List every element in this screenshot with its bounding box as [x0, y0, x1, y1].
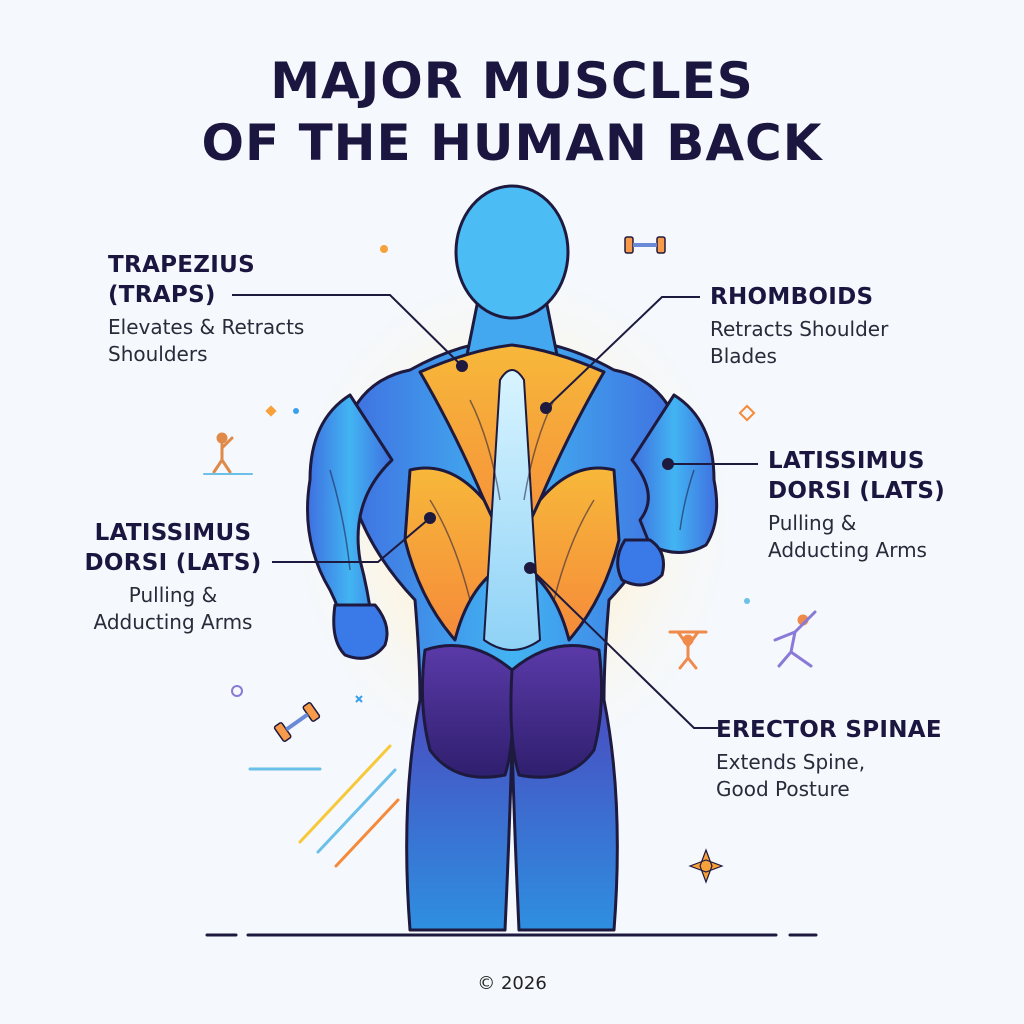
lats-right-description: Pulling & Adducting Arms — [768, 510, 945, 564]
rhomboids-desc-line-1: Retracts Shoulder — [710, 317, 889, 341]
right-glute — [509, 644, 604, 779]
trapezius-leader-dot — [456, 360, 468, 372]
lats-right-desc-line-1: Pulling & — [768, 511, 857, 535]
left-fist — [332, 603, 389, 660]
title-line-2: OF THE HUMAN BACK — [201, 114, 823, 172]
label-rhomboids: RHOMBOIDS Retracts Shoulder Blades — [710, 282, 888, 370]
decorative-dots — [231, 245, 756, 703]
trapezius-description: Elevates & Retracts Shoulders — [108, 314, 304, 368]
lats-left-leader — [272, 517, 431, 563]
lats-left-desc-line-2: Adducting Arms — [93, 610, 253, 634]
yoga-figure-icon — [773, 610, 817, 668]
sparkle-icon — [688, 848, 724, 884]
weightlifter-icon — [668, 630, 708, 670]
dumbbell-icon — [273, 702, 321, 742]
erector-leader — [529, 567, 718, 729]
lats-left-name-line-1: LATISSIMUS — [94, 520, 252, 546]
trapezius-name-line-1: TRAPEZIUS — [108, 252, 255, 278]
lats-left-description: Pulling & Adducting Arms — [60, 582, 286, 636]
lats-right-desc-line-2: Adducting Arms — [768, 538, 927, 562]
trapezius-leader — [232, 294, 463, 367]
erector-leader-dot — [524, 562, 536, 574]
copyright: © 2026 — [477, 973, 547, 994]
label-lats-right: LATISSIMUS DORSI (LATS) Pulling & Adduct… — [768, 446, 945, 564]
erector-desc-line-2: Good Posture — [716, 777, 850, 801]
stretching-figure-icon — [203, 432, 253, 475]
lats-left-name-line-2: DORSI (LATS) — [84, 550, 262, 576]
human-figure — [306, 184, 719, 932]
erector-name: ERECTOR SPINAE — [716, 717, 942, 743]
trapezius-desc-line-1: Elevates & Retracts — [108, 315, 305, 339]
dumbbell-icon — [624, 236, 666, 254]
lats-left-leader-dot — [424, 512, 436, 524]
right-fist — [616, 538, 665, 587]
erector-desc-line-1: Extends Spine, — [716, 750, 866, 774]
lats-right-name-line-2: DORSI (LATS) — [768, 478, 946, 504]
title-line-1: MAJOR MUSCLES — [270, 52, 754, 110]
head — [454, 184, 570, 320]
lats-right-muscle — [510, 466, 621, 642]
erector-description: Extends Spine, Good Posture — [716, 749, 942, 803]
rhomboids-description: Retracts Shoulder Blades — [710, 316, 888, 370]
rhomboids-leader — [545, 296, 700, 409]
lats-right-name-line-1: LATISSIMUS — [768, 448, 925, 474]
page-title: MAJOR MUSCLES OF THE HUMAN BACK — [0, 50, 1024, 174]
lats-left-desc-line-1: Pulling & — [128, 583, 218, 607]
motion-lines — [248, 744, 400, 868]
lats-right-leader-dot — [662, 458, 674, 470]
rhomboids-name: RHOMBOIDS — [710, 284, 874, 310]
trapezius-desc-line-2: Shoulders — [108, 342, 208, 366]
left-glute — [420, 644, 515, 779]
leader-lines — [232, 294, 758, 729]
label-erector-spinae: ERECTOR SPINAE Extends Spine, Good Postu… — [716, 715, 942, 803]
label-lats-left: LATISSIMUS DORSI (LATS) Pulling & Adduct… — [60, 518, 286, 636]
spine-erector — [483, 369, 541, 651]
trapezius-name-line-2: (TRAPS) — [108, 282, 216, 308]
lats-left-muscle — [403, 466, 514, 642]
rhomboids-leader-dot — [540, 402, 552, 414]
right-arm — [630, 393, 719, 554]
rhomboids-desc-line-2: Blades — [710, 344, 777, 368]
label-trapezius: TRAPEZIUS (TRAPS) Elevates & Retracts Sh… — [108, 250, 304, 368]
